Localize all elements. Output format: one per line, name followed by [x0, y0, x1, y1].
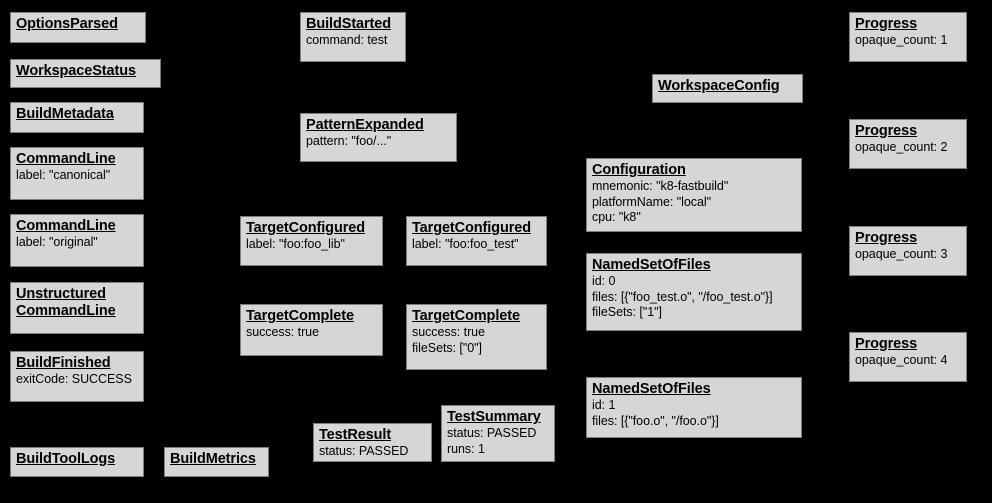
- node-title: CommandLine: [16, 151, 116, 167]
- node-title: BuildToolLogs: [16, 451, 116, 467]
- node-title: Progress: [855, 230, 918, 246]
- node-fields: opaque_count: 1: [855, 33, 948, 47]
- node-title: BuildFinished: [16, 355, 111, 371]
- node-title: BuildMetadata: [16, 106, 114, 122]
- node-title: TestSummary: [447, 409, 541, 425]
- node-fields: label: "canonical": [16, 168, 111, 182]
- node-title: CommandLine: [16, 218, 116, 234]
- node-title: BuildStarted: [306, 16, 392, 32]
- node-build-metrics[interactable]: BuildMetrics: [164, 447, 269, 477]
- node-fields: mnemonic: "k8-fastbuild" platformName: "…: [592, 179, 729, 224]
- node-fields: label: "foo:foo_test": [412, 237, 519, 251]
- node-build-tool-logs[interactable]: BuildToolLogs: [10, 447, 144, 477]
- node-fields: label: "original": [16, 235, 98, 249]
- node-fields: id: 1 files: [{"foo.o", "/foo.o"}]: [592, 398, 719, 428]
- node-fields: status: PASSED: [319, 444, 409, 458]
- node-title: Unstructured CommandLine: [16, 286, 116, 319]
- node-title: WorkspaceConfig: [658, 78, 780, 94]
- node-fields: opaque_count: 3: [855, 247, 948, 261]
- node-title: TargetComplete: [412, 308, 520, 324]
- node-fields: command: test: [306, 33, 388, 47]
- node-build-metadata[interactable]: BuildMetadata: [10, 102, 144, 133]
- node-options-parsed[interactable]: OptionsParsed: [10, 12, 146, 43]
- node-workspace-status[interactable]: WorkspaceStatus: [10, 59, 161, 88]
- node-fields: opaque_count: 2: [855, 140, 948, 154]
- node-fields: label: "foo:foo_lib": [246, 237, 345, 251]
- node-title: Progress: [855, 16, 918, 32]
- node-title: PatternExpanded: [306, 117, 424, 133]
- node-title: NamedSetOfFiles: [592, 257, 711, 273]
- node-title: TargetComplete: [246, 308, 354, 324]
- node-title: TestResult: [319, 427, 392, 443]
- node-fields: id: 0 files: [{"foo_test.o", "/foo_test.…: [592, 274, 773, 319]
- node-fields: opaque_count: 4: [855, 353, 948, 367]
- node-fields: status: PASSED runs: 1: [447, 426, 537, 456]
- node-title: OptionsParsed: [16, 16, 118, 32]
- node-unstructured-command-line[interactable]: Unstructured CommandLine: [10, 282, 144, 334]
- node-title: Progress: [855, 123, 918, 139]
- node-title: Configuration: [592, 162, 686, 178]
- node-title: BuildMetrics: [170, 451, 256, 467]
- node-fields: success: true fileSets: ["0"]: [412, 325, 485, 355]
- node-title: Progress: [855, 336, 918, 352]
- node-title: NamedSetOfFiles: [592, 381, 711, 397]
- node-fields: exitCode: SUCCESS: [16, 372, 132, 386]
- node-title: WorkspaceStatus: [16, 63, 136, 79]
- node-fields: success: true: [246, 325, 319, 339]
- node-fields: pattern: "foo/...": [306, 134, 392, 148]
- node-title: TargetConfigured: [246, 220, 365, 236]
- node-title: TargetConfigured: [412, 220, 531, 236]
- node-workspace-config[interactable]: WorkspaceConfig: [652, 74, 803, 103]
